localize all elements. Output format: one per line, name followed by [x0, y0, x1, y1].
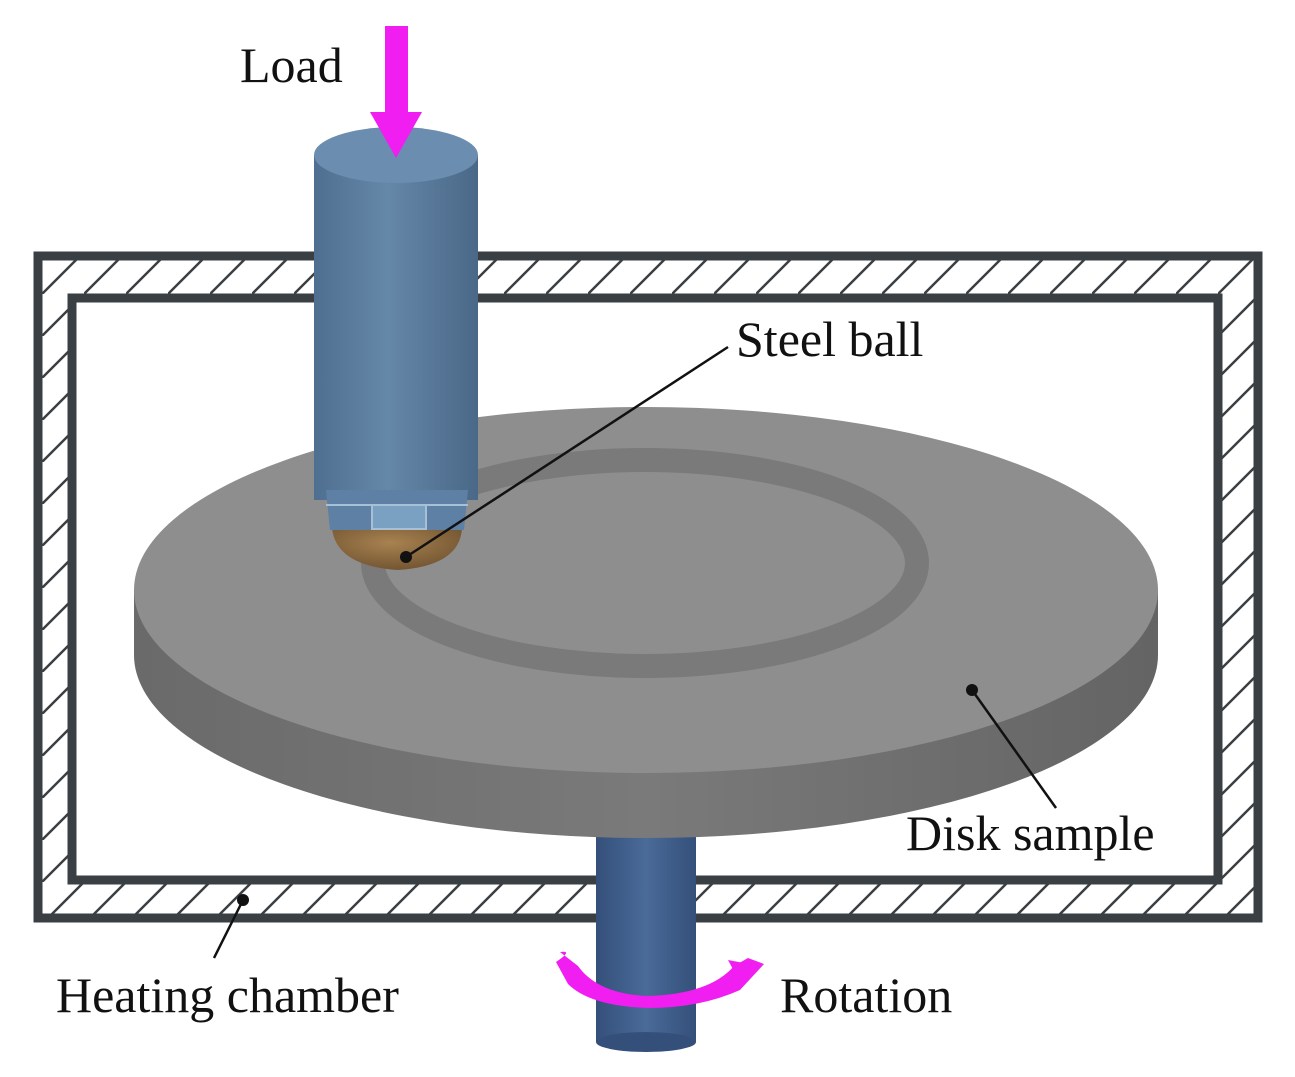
load-arrow	[370, 26, 422, 158]
heating-chamber-dot	[237, 894, 249, 906]
disk-sample-dot	[966, 684, 978, 696]
heating-chamber-label: Heating chamber	[56, 967, 399, 1023]
disk-sample-label: Disk sample	[906, 805, 1155, 861]
pin-holder	[314, 127, 478, 530]
steel-ball-dot	[400, 551, 412, 563]
load-label: Load	[240, 37, 343, 93]
disk-sample	[134, 407, 1158, 838]
steel-ball	[332, 528, 462, 570]
steel-ball-leader	[405, 345, 729, 559]
rotation-arrow	[556, 951, 764, 1008]
rotation-label: Rotation	[780, 967, 952, 1023]
steel-ball-label: Steel ball	[736, 311, 923, 367]
heating-chamber-leader	[212, 899, 245, 959]
disk-sample-leader	[970, 689, 1058, 809]
leader-lines	[212, 345, 1058, 959]
